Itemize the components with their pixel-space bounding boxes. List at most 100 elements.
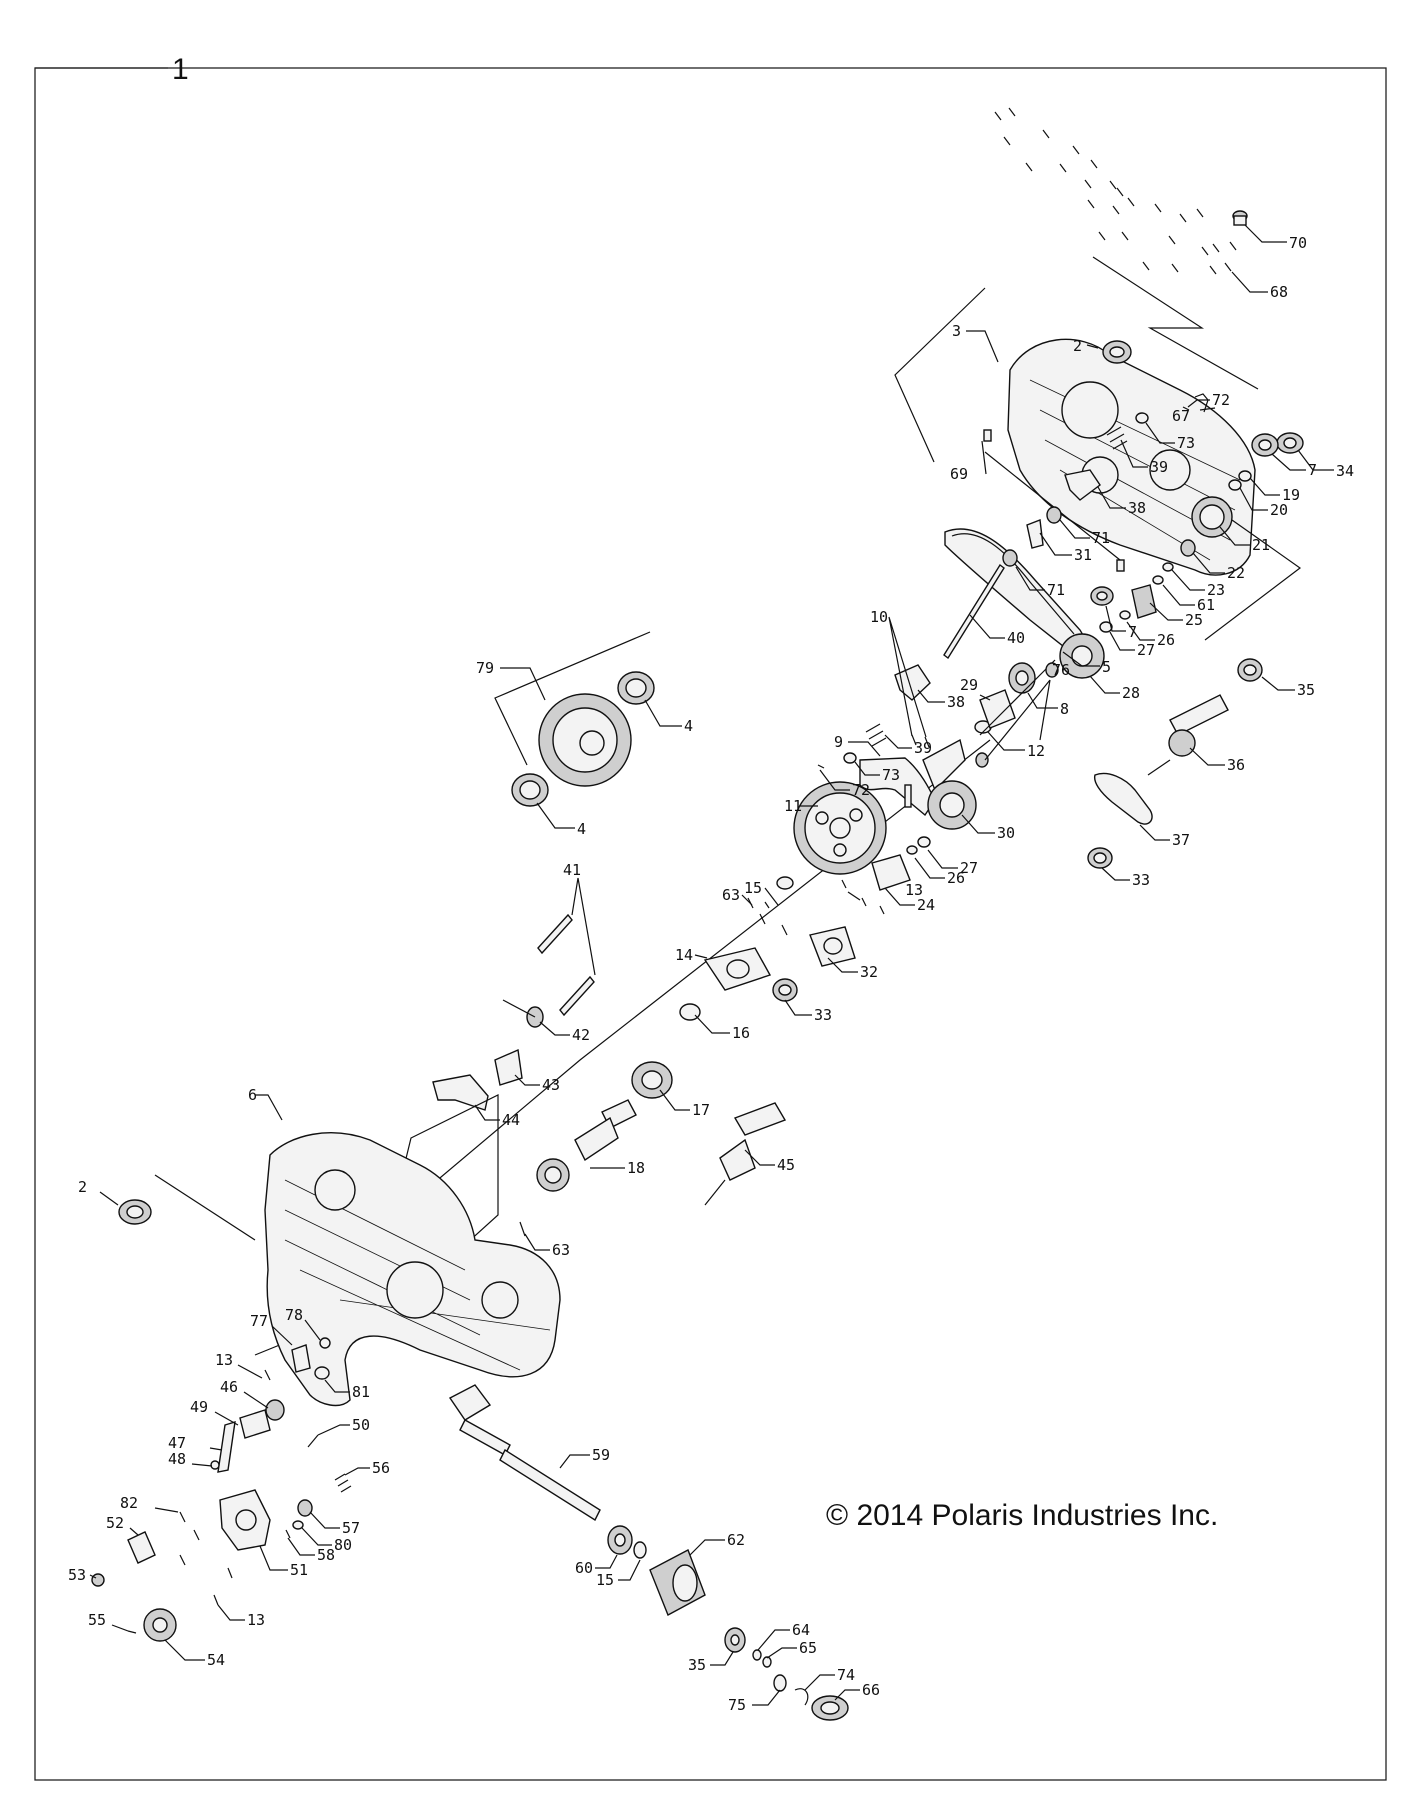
callout-68: 68 — [1270, 283, 1288, 301]
callout-39-lower: 39 — [914, 739, 932, 757]
callout-17: 17 — [692, 1101, 710, 1119]
callout-15-upper: 15 — [744, 879, 762, 897]
bearing-33-left — [772, 978, 798, 1002]
ring-75 — [773, 1674, 787, 1692]
leader-lines — [89, 224, 1334, 1706]
shaft-18 — [536, 1099, 637, 1192]
callout-70: 70 — [1289, 234, 1307, 252]
gear-42 — [502, 999, 544, 1028]
screw-55 — [127, 1630, 137, 1634]
shaft-45 — [704, 1102, 787, 1206]
callout-8: 8 — [1060, 700, 1069, 718]
spring-39-top — [1106, 426, 1128, 450]
callout-19: 19 — [1282, 486, 1300, 504]
ring-26-upper — [1119, 610, 1131, 620]
callout-82: 82 — [120, 1494, 138, 1512]
callout-59: 59 — [592, 1446, 610, 1464]
callout-63-upper: 63 — [722, 886, 740, 904]
spring-56 — [334, 1473, 352, 1493]
bearing-33-right — [1087, 847, 1113, 869]
callout-18: 18 — [627, 1159, 645, 1177]
ring-26-lower — [906, 845, 918, 855]
coupler-62 — [649, 1549, 706, 1616]
seal-2-top — [1102, 340, 1132, 364]
gear-8 — [1008, 662, 1036, 694]
gear-11 — [793, 781, 887, 875]
callout-77: 77 — [250, 1312, 268, 1330]
gear-79 — [494, 631, 651, 787]
pin-67 — [1194, 393, 1209, 413]
bearing-4-lower — [511, 773, 549, 807]
shaft-59 — [448, 1384, 601, 1522]
callout-labels: 70 68 2 3 67 69 34 7 5 10 8 79 4 4 9 12 … — [68, 234, 1354, 1714]
gear-21 — [1191, 496, 1233, 538]
bearing-60 — [607, 1525, 633, 1555]
callout-81: 81 — [352, 1383, 370, 1401]
plate-14 — [703, 947, 772, 991]
callout-32: 32 — [860, 963, 878, 981]
callout-39-top: 39 — [1150, 458, 1168, 476]
callout-75: 75 — [728, 1696, 746, 1714]
callout-12: 12 — [1027, 742, 1045, 760]
callout-13-left-upper: 13 — [215, 1351, 233, 1369]
callout-62: 62 — [727, 1531, 745, 1549]
callout-13-right: 13 — [905, 881, 923, 899]
callout-10: 10 — [870, 608, 888, 626]
callout-73-top: 73 — [1177, 434, 1195, 452]
callout-33-right: 33 — [1132, 871, 1150, 889]
callout-6: 6 — [248, 1086, 257, 1104]
gasket-52 — [127, 1531, 156, 1564]
callout-4-lower: 4 — [577, 820, 586, 838]
screws-82 — [179, 1511, 200, 1566]
ring-27-upper — [1099, 621, 1113, 633]
callout-36: 36 — [1227, 756, 1245, 774]
callout-7-right: 7 — [1308, 461, 1317, 479]
callout-72-lower: 72 — [852, 781, 870, 799]
callout-48: 48 — [168, 1450, 186, 1468]
callout-11: 11 — [784, 797, 802, 815]
plate-32 — [809, 926, 856, 967]
callout-55: 55 — [88, 1611, 106, 1629]
disc-66 — [811, 1695, 849, 1721]
callout-52: 52 — [106, 1514, 124, 1532]
part-81 — [314, 1366, 330, 1380]
copyright-notice: © 2014 Polaris Industries Inc. — [826, 1499, 1218, 1532]
ring-16 — [679, 1003, 701, 1021]
washer-73-top — [1135, 412, 1149, 424]
screw-63-lower — [519, 1221, 526, 1237]
callout-80: 80 — [334, 1536, 352, 1554]
rod-40 — [943, 563, 1005, 660]
callout-67: 67 — [1172, 407, 1190, 425]
callout-73-lower: 73 — [882, 766, 900, 784]
callout-58: 58 — [317, 1546, 335, 1564]
callout-46: 46 — [220, 1378, 238, 1396]
callout-49: 49 — [190, 1398, 208, 1416]
screw-13-left-upper — [264, 1369, 271, 1381]
callout-20: 20 — [1270, 501, 1288, 519]
callout-41: 41 — [563, 861, 581, 879]
callout-15-lower: 15 — [596, 1571, 614, 1589]
shaft-47 — [217, 1421, 236, 1473]
page-number: 1 — [172, 53, 189, 86]
callout-4-upper: 4 — [684, 717, 693, 735]
callout-40: 40 — [1007, 629, 1025, 647]
pin-72-lower — [817, 764, 825, 769]
washer-73-lower — [843, 752, 857, 764]
callout-61: 61 — [1197, 596, 1215, 614]
ring-27-lower — [917, 836, 931, 848]
studs-41 — [537, 913, 595, 1017]
callout-27-upper: 27 — [1137, 641, 1155, 659]
diagram-border — [34, 67, 1387, 1781]
part-31 — [1026, 519, 1044, 549]
callout-79: 79 — [476, 659, 494, 677]
gear-71-lower — [1002, 549, 1018, 567]
callout-44: 44 — [502, 1111, 520, 1129]
gear-71-top — [1046, 506, 1062, 524]
callout-60: 60 — [575, 1559, 593, 1577]
gear-28 — [1059, 633, 1105, 679]
callout-13-left-lower: 13 — [247, 1611, 265, 1629]
hub-24 — [871, 854, 911, 891]
nut-53 — [91, 1573, 105, 1587]
callout-56: 56 — [372, 1459, 390, 1477]
bracket-44 — [432, 1074, 489, 1111]
